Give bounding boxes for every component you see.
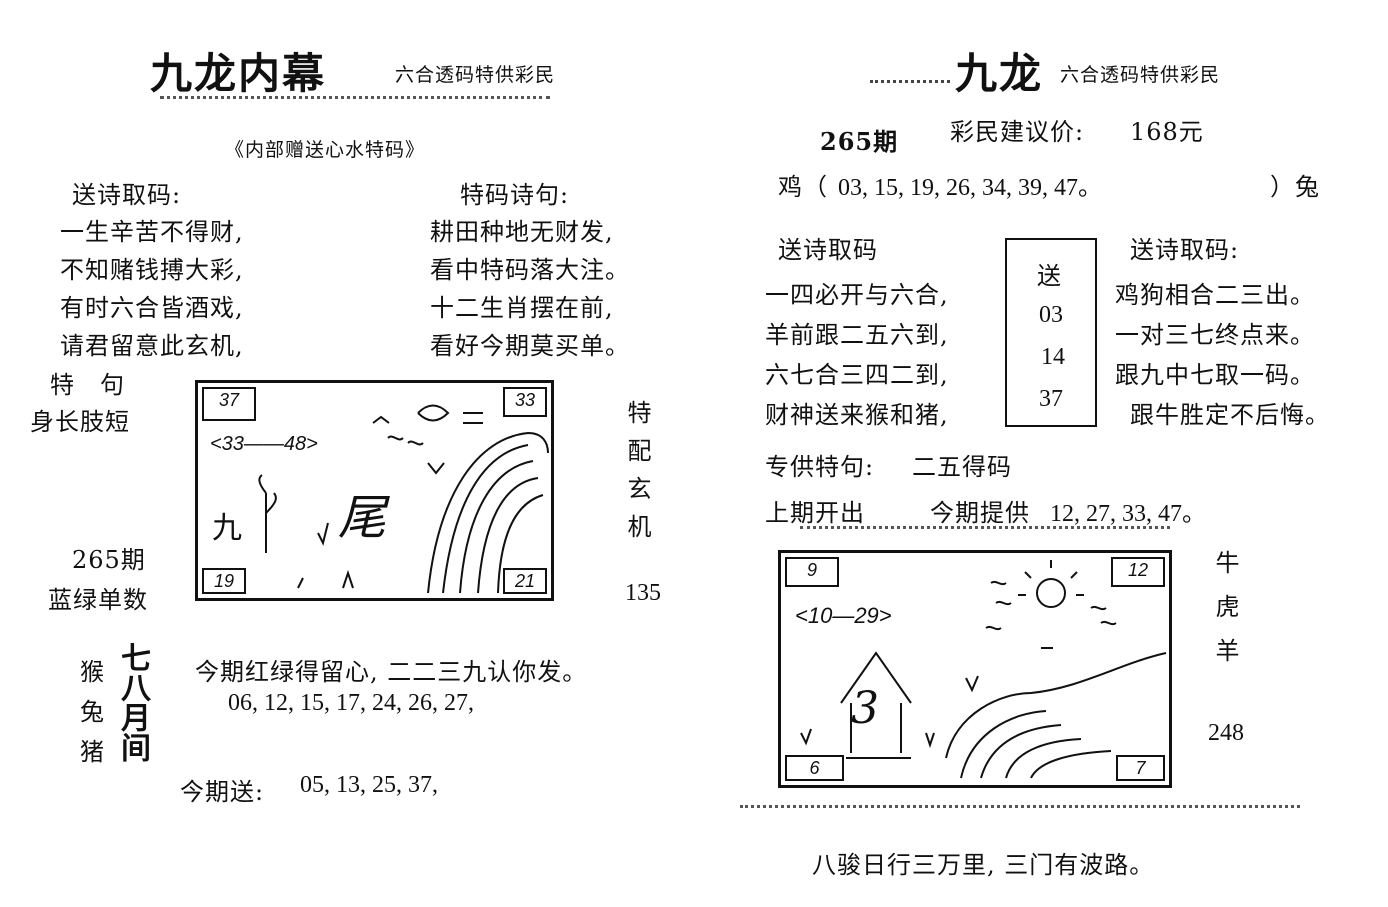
left-faded-contact-line — [160, 96, 550, 109]
left-poem-left-line: 请君留意此玄机, — [60, 332, 244, 360]
right-faded-mark — [870, 80, 950, 83]
right-poem-left-line: 羊前跟二五六到, — [765, 321, 949, 349]
corner-number-tl: 37 — [202, 387, 256, 421]
zodiac-item: 猪 — [80, 738, 105, 766]
corner-number-bl: 6 — [785, 755, 844, 781]
left-poem-right-line: 看中特码落大注。 — [430, 256, 630, 284]
handwritten-char: 3 — [851, 683, 879, 734]
left-book-title: 《内部赠送心水特码》 — [225, 139, 426, 161]
left-side-vertical: 特配玄机 — [623, 400, 651, 552]
range-text: <10—29> — [795, 603, 892, 628]
corner-number-bl: 19 — [202, 568, 246, 594]
right-faded-bottom-line — [740, 805, 1300, 808]
right-line-numbers: 03, 15, 19, 26, 34, 39, 47。 — [838, 175, 1102, 201]
right-special-text: 二五得码 — [912, 453, 1012, 481]
left-hint-picture: 37 33 19 21 <33——48> 九 尾 — [195, 380, 554, 601]
right-special-label: 专供特句: — [765, 453, 875, 481]
corner-number-br: 21 — [503, 568, 547, 594]
left-poem-right-line: 看好今期莫买单。 — [430, 332, 630, 360]
send-box-title: 送 — [1037, 262, 1062, 290]
left-poem-left-heading: 送诗取码: — [72, 181, 182, 209]
left-poem-right-line: 十二生肖摆在前, — [430, 294, 614, 322]
left-special-text: 身长肢短 — [30, 408, 130, 436]
left-title: 九龙内幕 — [150, 49, 327, 98]
left-hint-line: 今期红绿得留心, 二二三九认你发。 — [195, 658, 588, 686]
left-poem-left-line: 有时六合皆酒戏, — [60, 294, 244, 322]
right-poem-left-line: 一四必开与六合, — [765, 281, 949, 309]
right-poem-left-line: 六七合三四二到, — [765, 361, 949, 389]
corner-number-tl: 9 — [785, 557, 839, 587]
right-issue: 265期 — [820, 127, 899, 156]
corner-number-tr: 33 — [503, 387, 547, 417]
right-provide-numbers: 12, 27, 33, 47。 — [1050, 501, 1206, 527]
left-poem-right-line: 耕田种地无财发, — [430, 218, 614, 246]
zodiac-item: 猴 — [80, 658, 105, 686]
right-line-end: ）兔 — [1270, 173, 1320, 201]
right-footer: 八骏日行三万里, 三门有波路。 — [812, 851, 1155, 879]
send-box-number: 03 — [1039, 302, 1063, 328]
left-send-numbers: 05, 13, 25, 37, — [300, 772, 438, 798]
right-poem-left-line: 财神送来猴和猪, — [765, 401, 949, 429]
corner-number-tr: 12 — [1111, 557, 1165, 587]
handwritten-char: 九 — [212, 511, 242, 546]
send-number-box: 送 03 14 37 — [1005, 238, 1097, 427]
right-hint-picture: 9 12 6 7 <10—29> 3 — [778, 550, 1172, 788]
right-poem-right-line: 一对三七终点来。 — [1115, 321, 1315, 349]
right-price-label: 彩民建议价: — [950, 118, 1085, 146]
month-vertical: 七八月间 — [115, 642, 150, 762]
left-send-label: 今期送: — [180, 778, 265, 806]
sketch-drawing — [258, 404, 549, 594]
send-box-number: 14 — [1041, 344, 1065, 370]
right-line-start: 鸡（ — [778, 173, 828, 201]
handwritten-char: 尾 — [338, 490, 387, 546]
left-poem-left-line: 不知赌钱搏大彩, — [60, 256, 244, 284]
left-poem-left-line: 一生辛苦不得财, — [60, 218, 244, 246]
right-poem-right-heading: 送诗取码: — [1130, 236, 1240, 264]
range-text: <33——48> — [210, 433, 318, 455]
right-poem-right-line: 跟九中七取一码。 — [1115, 361, 1315, 389]
right-title: 九龙 — [955, 49, 1044, 98]
zodiac-item: 兔 — [80, 698, 105, 726]
right-poem-right-line: 鸡狗相合二三出。 — [1115, 281, 1315, 309]
right-side-vertical: 牛虎羊 — [1211, 550, 1239, 682]
right-poem-right-line: 跟牛胜定不后悔。 — [1130, 401, 1330, 429]
left-numbers-line: 06, 12, 15, 17, 24, 26, 27, — [228, 690, 474, 716]
left-color-hint: 蓝绿单数 — [48, 586, 148, 614]
right-poem-left-heading: 送诗取码 — [778, 236, 878, 264]
right-provide-label: 今期提供 — [930, 499, 1030, 527]
left-side-number: 135 — [625, 580, 661, 606]
left-title-sub: 六合透码特供彩民 — [395, 64, 556, 86]
corner-number-br: 7 — [1116, 755, 1165, 781]
right-side-number: 248 — [1208, 720, 1244, 746]
right-last-label: 上期开出 — [765, 499, 865, 527]
left-issue: 265期 — [72, 546, 146, 574]
left-special-label: 特 句 — [50, 371, 125, 399]
send-box-number: 37 — [1039, 386, 1063, 412]
sketch-drawing — [800, 560, 1167, 779]
right-title-sub: 六合透码特供彩民 — [1060, 64, 1221, 86]
right-faded-contact-line — [800, 526, 1170, 529]
left-poem-right-heading: 特码诗句: — [460, 181, 570, 209]
right-price-value: 168元 — [1130, 118, 1204, 146]
